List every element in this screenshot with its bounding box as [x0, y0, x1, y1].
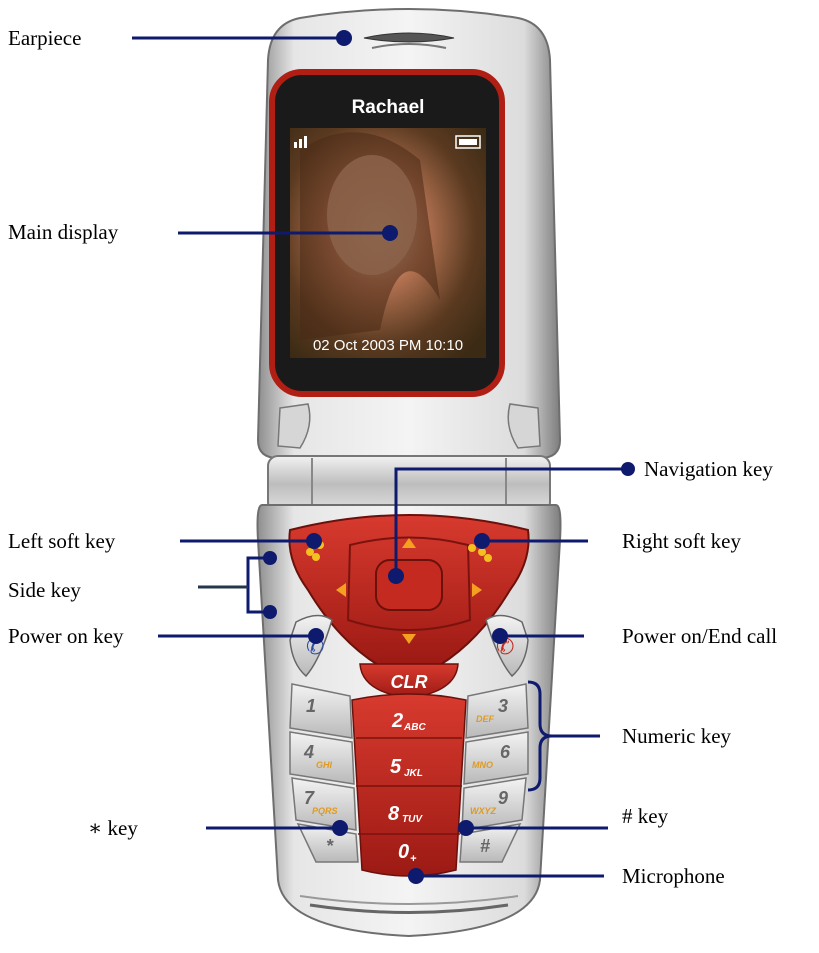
key-hash-digit: #: [480, 836, 490, 856]
label-star-key: ∗ key: [88, 816, 138, 840]
key-9-digit: 9: [498, 788, 508, 808]
key-5-letters: JKL: [404, 768, 423, 779]
screen-contact-name: Rachael: [352, 97, 425, 118]
label-power-on-key: Power on key: [8, 624, 123, 648]
key-4-letters: GHI: [316, 760, 333, 770]
label-microphone: Microphone: [622, 864, 725, 888]
key-1-digit: 1: [306, 696, 316, 716]
hinge: [268, 456, 550, 512]
label-right-soft-key: Right soft key: [622, 529, 741, 553]
label-power-end-call: Power on/End call: [622, 624, 777, 648]
key-2-letters: ABC: [403, 722, 426, 733]
key-5-digit: 5: [390, 756, 402, 778]
key-0-digit: 0: [398, 841, 409, 863]
label-main-display: Main display: [8, 220, 118, 244]
key-3-digit: 3: [498, 696, 508, 716]
key-2-digit: 2: [391, 710, 403, 732]
key-7-letters: PQRS: [312, 806, 338, 816]
lower-body: ✆ ✆: [258, 505, 561, 936]
label-numeric-key: Numeric key: [622, 724, 731, 748]
key-8-letters: TUV: [402, 814, 423, 825]
key-6-digit: 6: [500, 742, 511, 762]
screen-status-time: 02 Oct 2003 PM 10:10: [313, 337, 463, 354]
key-7-digit: 7: [304, 788, 315, 808]
key-6-letters: MNO: [472, 760, 493, 770]
key-8-digit: 8: [388, 803, 400, 825]
label-left-soft-key: Left soft key: [8, 529, 115, 553]
label-hash-key: # key: [622, 804, 668, 828]
clr-key-label: CLR: [391, 672, 428, 692]
key-4-digit: 4: [303, 742, 314, 762]
nav-center-key: [376, 560, 442, 610]
key-9-letters: WXYZ: [470, 806, 497, 816]
key-star-digit: *: [326, 836, 334, 856]
label-side-key: Side key: [8, 578, 81, 602]
label-earpiece: Earpiece: [8, 26, 81, 50]
key-0-letters: +: [410, 853, 417, 865]
key-3-letters: DEF: [476, 714, 495, 724]
label-navigation-key: Navigation key: [644, 457, 773, 481]
